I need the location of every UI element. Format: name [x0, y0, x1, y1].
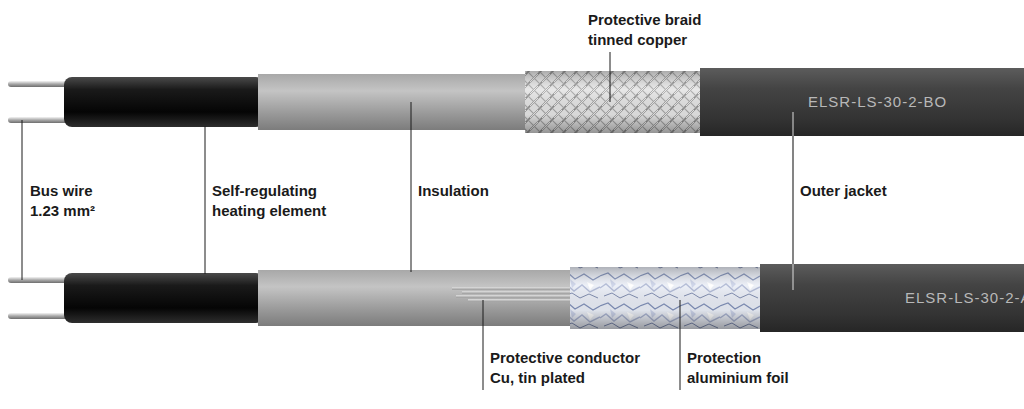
outer-jacket — [700, 68, 1024, 136]
cable-marking: ELSR-LS-30-2-BO — [808, 92, 947, 112]
part-label: Protective conductor Cu, tin plated — [490, 348, 655, 388]
braid — [525, 71, 705, 133]
bus-wire — [8, 313, 72, 319]
aluminium-foil — [570, 267, 765, 329]
leader-line — [610, 52, 611, 102]
leader-line — [793, 136, 794, 264]
part-label: Protection aluminium foil — [687, 348, 807, 388]
part-label: Self-regulating heating element — [212, 181, 352, 221]
leader-line — [793, 112, 794, 290]
heating-element — [64, 273, 264, 323]
leader-line — [411, 102, 412, 272]
bus-wire — [8, 277, 72, 283]
leader-line — [205, 126, 206, 274]
braid-shade — [525, 71, 705, 133]
foil-shade — [570, 267, 765, 329]
leader-line — [22, 120, 23, 280]
insulation — [258, 74, 532, 130]
heating-element — [64, 77, 264, 127]
leader-line — [680, 300, 681, 390]
part-label: Bus wire 1.23 mm² — [30, 181, 110, 221]
bus-wire — [8, 81, 72, 87]
part-label: Insulation — [418, 181, 489, 201]
part-label: Outer jacket — [800, 181, 887, 201]
cable-bottom — [8, 264, 1024, 332]
insulation — [258, 270, 578, 326]
cable-top — [8, 68, 1024, 136]
leader-line — [483, 300, 484, 390]
protective-conductor — [452, 287, 576, 302]
leader-lines — [22, 52, 793, 390]
part-label: Protective braid tinned copper — [588, 10, 728, 50]
bus-wire — [8, 117, 72, 123]
cable-marking: ELSR-LS-30-2-AO — [905, 288, 1024, 308]
